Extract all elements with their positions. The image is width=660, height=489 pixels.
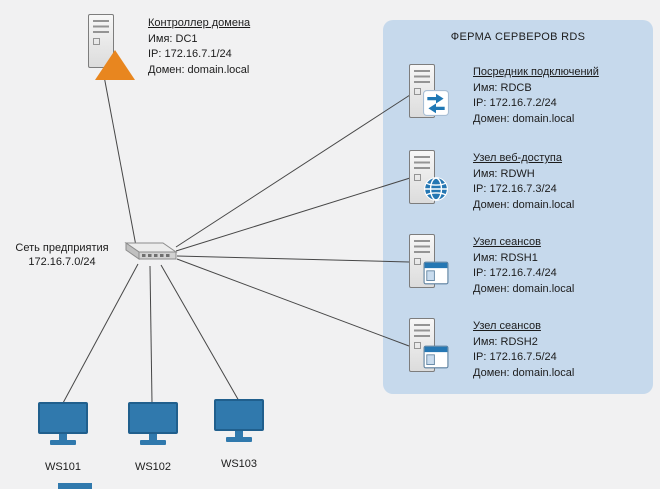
- rds-server-rdsh1: Узел сеансов Имя: RDSH1 IP: 172.16.7.4/2…: [409, 234, 574, 297]
- server-domain: Домен: domain.local: [473, 112, 575, 125]
- server-icon: [409, 318, 449, 372]
- connection-line: [149, 265, 153, 404]
- session-window-icon: [423, 260, 449, 286]
- web-globe-icon: [423, 176, 449, 202]
- server-ip: IP: 172.16.7.2/24: [473, 97, 557, 109]
- server-role: Посредник подключений: [473, 66, 599, 78]
- domain-controller-ip: IP: 172.16.7.1/24: [148, 48, 232, 60]
- domain-controller-title: Контроллер домена: [148, 17, 251, 29]
- server-name: Имя: RDCB: [473, 81, 532, 94]
- enterprise-network-label: Сеть предприятия 172.16.7.0/24: [6, 241, 118, 269]
- network-name: Сеть предприятия: [15, 242, 109, 254]
- session-window-icon: [423, 344, 449, 370]
- server-name: Имя: RDWH: [473, 167, 535, 180]
- monitor-icon: [36, 402, 90, 445]
- server-domain: Домен: domain.local: [473, 282, 575, 295]
- server-icon: [409, 64, 449, 118]
- server-info: Узел сеансов Имя: RDSH1 IP: 172.16.7.4/2…: [473, 234, 574, 297]
- network-subnet: 172.16.7.0/24: [28, 256, 96, 268]
- server-name: Имя: RDSH2: [473, 335, 538, 348]
- cropped-monitor-fragment: [58, 483, 92, 489]
- workstation-ws103: WS103: [212, 399, 266, 470]
- server-role: Узел веб-доступа: [473, 152, 562, 164]
- connection-line: [175, 94, 411, 248]
- server-info: Узел веб-доступа Имя: RDWH IP: 172.16.7.…: [473, 150, 574, 213]
- connection-line: [103, 75, 137, 247]
- server-role: Узел сеансов: [473, 320, 541, 332]
- server-info: Посредник подключений Имя: RDCB IP: 172.…: [473, 64, 599, 127]
- rds-server-rdcb: Посредник подключений Имя: RDCB IP: 172.…: [409, 64, 599, 127]
- server-domain: Домен: domain.local: [473, 366, 575, 379]
- server-ip: IP: 172.16.7.4/24: [473, 267, 557, 279]
- connection-line: [62, 263, 139, 404]
- server-icon: [409, 150, 448, 204]
- server-icon: [409, 234, 449, 288]
- server-ip: IP: 172.16.7.5/24: [473, 351, 557, 363]
- monitor-icon: [212, 399, 266, 442]
- server-info: Узел сеансов Имя: RDSH2 IP: 172.16.7.5/2…: [473, 318, 574, 381]
- connection-broker-arrows-icon: [423, 90, 449, 116]
- server-name: Имя: RDSH1: [473, 251, 538, 264]
- workstation-label: WS103: [220, 458, 258, 470]
- server-domain: Домен: domain.local: [473, 198, 575, 211]
- workstation-label: WS101: [44, 461, 82, 473]
- workstation-ws102: WS102: [126, 402, 180, 473]
- network-switch-icon: [120, 236, 178, 269]
- active-directory-triangle-icon: [95, 50, 135, 80]
- connection-line: [160, 264, 240, 402]
- rds-server-rdsh2: Узел сеансов Имя: RDSH2 IP: 172.16.7.5/2…: [409, 318, 574, 381]
- server-tower: [409, 234, 435, 288]
- server-role: Узел сеансов: [473, 236, 541, 248]
- connection-line: [176, 255, 410, 263]
- server-tower: [409, 150, 435, 204]
- domain-controller-domain: Домен: domain.local: [148, 63, 250, 76]
- workstation-ws101: WS101: [36, 402, 90, 473]
- domain-controller-name: Имя: DC1: [148, 32, 198, 45]
- rds-farm-title: ФЕРМА СЕРВЕРОВ RDS: [450, 31, 586, 43]
- rds-server-rdwh: Узел веб-доступа Имя: RDWH IP: 172.16.7.…: [409, 150, 574, 213]
- connection-line: [175, 177, 411, 252]
- connection-line: [176, 258, 410, 347]
- server-ip: IP: 172.16.7.3/24: [473, 183, 557, 195]
- workstation-label: WS102: [134, 461, 172, 473]
- monitor-icon: [126, 402, 180, 445]
- domain-controller-info: Контроллер домена Имя: DC1 IP: 172.16.7.…: [148, 16, 250, 78]
